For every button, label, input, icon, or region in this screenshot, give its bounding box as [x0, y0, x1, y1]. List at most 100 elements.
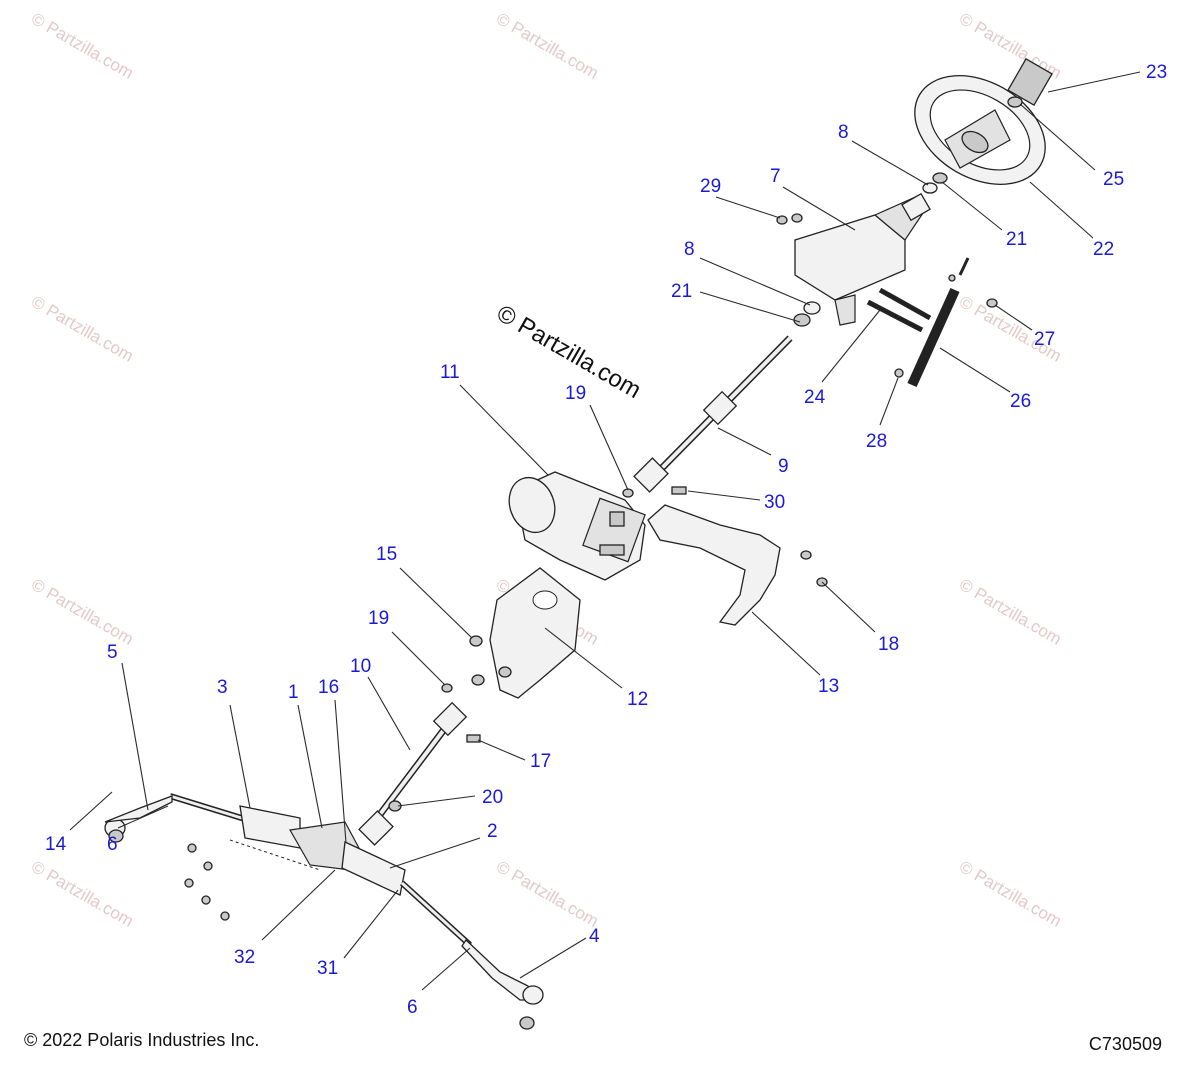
bolt-15 — [469, 635, 483, 647]
bolt-12a — [471, 674, 485, 686]
leader-13 — [751, 611, 821, 676]
callout-16: 16 — [318, 677, 339, 698]
leader-19b — [391, 631, 446, 686]
heat-shield — [647, 504, 781, 626]
gas-strut — [907, 287, 960, 388]
callout-9: 9 — [778, 456, 789, 477]
leader-18 — [821, 581, 876, 633]
lower-washer — [803, 301, 821, 315]
leader-22 — [1029, 181, 1094, 239]
leader-6a — [117, 805, 169, 829]
callout-3: 3 — [217, 677, 228, 698]
watermark-tile: © Partzilla.com — [956, 575, 1065, 649]
leader-10 — [367, 676, 411, 751]
callout-20: 20 — [482, 787, 503, 808]
callout-layer: 1 2 3 4 5 6 6 7 8 8 9 10 11 12 13 14 15 … — [45, 62, 1167, 1018]
leader-29 — [715, 196, 781, 219]
bolt-12b — [498, 666, 512, 678]
leader-1 — [297, 704, 323, 829]
callout-22: 22 — [1093, 239, 1114, 260]
callout-21a: 21 — [1006, 229, 1027, 250]
callout-6a: 6 — [107, 834, 118, 855]
callout-2: 2 — [487, 821, 498, 842]
watermark-tile: © Partzilla.com — [28, 575, 137, 649]
leader-6b — [421, 947, 471, 991]
wheel-nut — [1007, 96, 1023, 108]
callout-23: 23 — [1146, 62, 1167, 83]
rack-dashed-line — [229, 839, 321, 871]
callout-8b: 8 — [684, 239, 695, 260]
leader-4 — [519, 937, 587, 979]
intermediate-u-joint-upper — [432, 701, 468, 737]
callout-21b: 21 — [671, 281, 692, 302]
watermark-tile: © Partzilla.com — [493, 857, 602, 931]
callout-5: 5 — [107, 642, 118, 663]
bolt-30 — [671, 486, 687, 495]
shaft-u-joint-lower — [633, 457, 669, 493]
pivot-pin — [866, 299, 924, 333]
leader-3 — [229, 704, 251, 809]
callout-31: 31 — [317, 958, 338, 979]
leader-32 — [261, 869, 336, 941]
nut-28 — [894, 368, 904, 378]
bolt-27 — [986, 298, 998, 308]
nut-27b — [948, 274, 956, 282]
rack-nut-2 — [203, 861, 213, 871]
leader-9 — [717, 427, 772, 456]
callout-15: 15 — [376, 544, 397, 565]
callout-25: 25 — [1103, 169, 1124, 190]
leader-8b — [699, 257, 811, 306]
intermediate-u-joint-lower — [358, 810, 394, 846]
leader-14 — [69, 791, 113, 831]
shaft-u-joint-upper — [702, 390, 738, 426]
rack-nut-4 — [201, 895, 211, 905]
figure-code: C730509 — [1088, 1034, 1162, 1054]
nut-19-upper — [622, 488, 634, 498]
callout-28: 28 — [866, 431, 887, 452]
leader-8a — [851, 140, 929, 186]
leader-26 — [939, 347, 1011, 393]
callout-27: 27 — [1034, 329, 1055, 350]
steering-rack — [169, 793, 473, 948]
watermark-tile: © Partzilla.com — [28, 292, 137, 366]
callout-7: 7 — [770, 166, 781, 187]
callout-17: 17 — [530, 751, 551, 772]
leader-28 — [879, 377, 899, 426]
rack-nut-5 — [220, 911, 230, 921]
wheel-emblem — [1007, 58, 1053, 106]
watermark-tile: © Partzilla.com — [28, 857, 137, 931]
callout-8a: 8 — [838, 122, 849, 143]
callout-19a: 19 — [565, 383, 586, 404]
nut-19-lower — [441, 683, 453, 693]
leader-19a — [589, 404, 629, 491]
leader-21a — [941, 181, 1003, 231]
callout-29: 29 — [700, 176, 721, 197]
watermark-tile: © Partzilla.com — [956, 857, 1065, 931]
leader-24 — [821, 309, 881, 383]
rack-nut-3 — [184, 878, 194, 888]
leader-23 — [1047, 71, 1141, 93]
nut-18a — [800, 550, 812, 560]
callout-18: 18 — [878, 634, 899, 655]
callout-14: 14 — [45, 834, 67, 855]
leader-21b — [699, 291, 801, 323]
tie-rod-end-right — [461, 938, 544, 1030]
leader-27 — [994, 304, 1033, 331]
leader-25 — [1019, 103, 1096, 171]
part-illustrations — [104, 58, 1053, 1030]
leader-2 — [389, 837, 481, 869]
callout-32: 32 — [234, 947, 255, 968]
leader-16 — [334, 699, 347, 844]
leader-5 — [121, 662, 149, 811]
callout-30: 30 — [764, 492, 785, 513]
nut-29b — [791, 213, 803, 223]
callout-4: 4 — [589, 926, 600, 947]
watermark-layer: © Partzilla.com © Partzilla.com © Partzi… — [28, 9, 1065, 931]
leader-20 — [397, 795, 476, 807]
lower-bushing — [793, 313, 811, 327]
callout-19b: 19 — [368, 608, 389, 629]
callout-26: 26 — [1010, 391, 1031, 412]
bolt-17 — [466, 734, 481, 743]
callout-13: 13 — [818, 676, 839, 697]
